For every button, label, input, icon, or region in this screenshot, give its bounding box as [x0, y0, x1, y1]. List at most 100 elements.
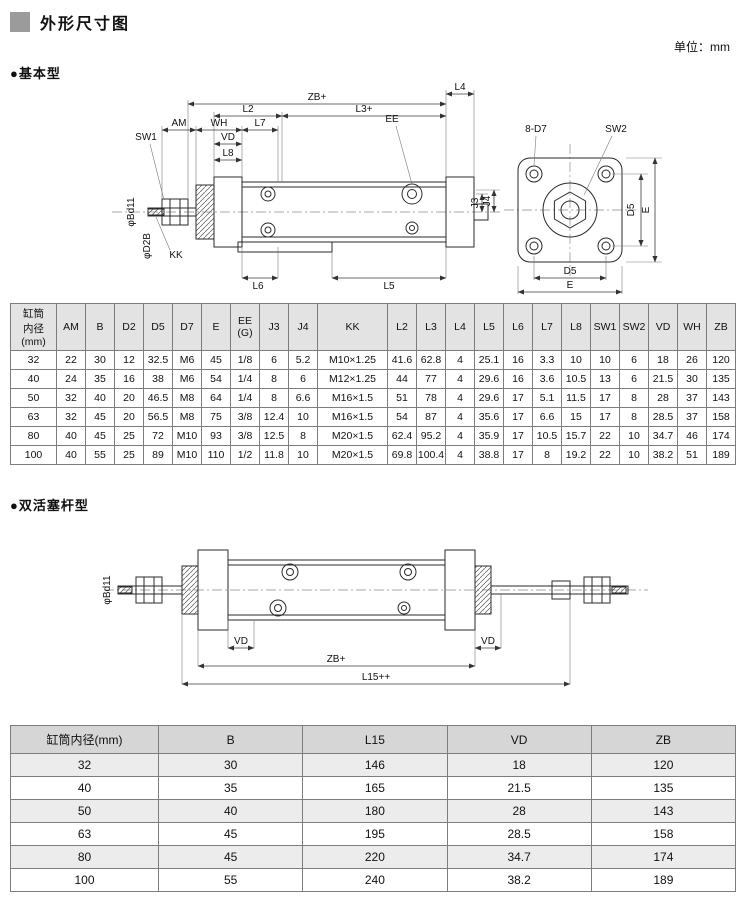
dim-label-sw2: SW2 [605, 124, 627, 135]
table-cell: M16×1.5 [317, 388, 388, 408]
table-cell: 6.6 [288, 388, 318, 408]
table-cell: 28.5 [446, 822, 592, 846]
table-cell: 165 [302, 776, 448, 800]
table-cell: 174 [590, 845, 737, 869]
table-cell: 240 [302, 868, 448, 892]
table-cell: 100.4 [416, 445, 446, 465]
table-cell: 32.5 [143, 350, 173, 370]
table-cell: 189 [590, 868, 737, 892]
table-cell: 158 [706, 407, 736, 427]
table-cell: M6 [172, 369, 202, 389]
table-cell: 4 [445, 426, 475, 446]
table-cell: 95.2 [416, 426, 446, 446]
table-cell: 12.4 [259, 407, 289, 427]
dim-label-sw1: SW1 [135, 132, 157, 143]
basic-type-drawing: L4 ZB+ L2 L3+ AM WH L7 VD L8 SW1 EE KK L… [112, 82, 662, 295]
table-cell: 135 [590, 776, 737, 800]
table-cell: 34.7 [648, 426, 678, 446]
table-cell: M10 [172, 445, 202, 465]
table-cell: 10 [561, 350, 591, 370]
column-header: L5 [474, 303, 504, 351]
table-cell: 10 [590, 350, 620, 370]
table-cell: 21.5 [446, 776, 592, 800]
unit-label: 单位：mm [674, 40, 730, 54]
table-cell: 69.8 [387, 445, 417, 465]
table-cell: M10×1.25 [317, 350, 388, 370]
table-cell: 11.5 [561, 388, 591, 408]
table-cell: 220 [302, 845, 448, 869]
table-cell: 6 [619, 369, 649, 389]
table-cell: 6 [259, 350, 289, 370]
table-cell: 25 [114, 426, 144, 446]
column-header: EE (G) [230, 303, 260, 351]
table-cell: 8 [532, 445, 562, 465]
table-cell: 110 [201, 445, 231, 465]
table-cell: 35.6 [474, 407, 504, 427]
table-cell: 40 [157, 799, 304, 823]
column-header: 缸筒 内径 (mm) [10, 303, 57, 351]
column-header: D5 [143, 303, 173, 351]
table-cell: M8 [172, 388, 202, 408]
table-cell: M8 [172, 407, 202, 427]
table-cell: 3.6 [532, 369, 562, 389]
table-cell: 29.6 [474, 388, 504, 408]
table-cell: 10 [288, 407, 318, 427]
table-cell: 16 [114, 369, 144, 389]
table-cell: 189 [706, 445, 736, 465]
table-cell: 44 [387, 369, 417, 389]
table-cell: 120 [590, 753, 737, 777]
table-cell: 8 [259, 369, 289, 389]
table-cell: 75 [201, 407, 231, 427]
column-header: SW1 [590, 303, 620, 351]
table-cell: 17 [503, 388, 533, 408]
table-cell: 6.6 [532, 407, 562, 427]
table-cell: 40 [56, 445, 86, 465]
dim-label-zb: ZB+ [308, 92, 327, 103]
column-header: D2 [114, 303, 144, 351]
table-cell: 32 [10, 753, 159, 777]
table-cell: 55 [157, 868, 304, 892]
table-cell: 45 [157, 845, 304, 869]
table-cell: 4 [445, 350, 475, 370]
dim-label-d5-vertical: D5 [626, 203, 637, 216]
column-header: L8 [561, 303, 591, 351]
table-cell: M20×1.5 [317, 426, 388, 446]
table-cell: 6 [288, 369, 318, 389]
double-rod-drawing: VD VD ZB+ L15++ φBd11 [102, 549, 648, 687]
dim-label-e-bottom: E [567, 280, 574, 291]
table-cell: 16 [503, 369, 533, 389]
table-cell: 21.5 [648, 369, 678, 389]
dim-label-l3: L3+ [356, 104, 373, 115]
table-cell: 120 [706, 350, 736, 370]
table-cell: 1/4 [230, 388, 260, 408]
table-cell: 72 [143, 426, 173, 446]
table-cell: 54 [387, 407, 417, 427]
column-header: AM [56, 303, 86, 351]
table-cell: 30 [677, 369, 707, 389]
table-cell: 143 [590, 799, 737, 823]
table-cell: 38.2 [648, 445, 678, 465]
table-cell: 38.2 [446, 868, 592, 892]
table-cell: 15 [561, 407, 591, 427]
dim-label-l4: L4 [454, 82, 466, 93]
table-cell: 45 [85, 407, 115, 427]
column-header: L15 [302, 725, 448, 754]
table-cell: 34.7 [446, 845, 592, 869]
table-cell: 22 [590, 445, 620, 465]
dim-label-zb-plus: ZB+ [327, 654, 346, 665]
table-cell: 20 [114, 388, 144, 408]
table-cell: 38.8 [474, 445, 504, 465]
table-cell: 62.4 [387, 426, 417, 446]
column-header: L4 [445, 303, 475, 351]
table-cell: 17 [503, 445, 533, 465]
dim-label-vd: VD [221, 132, 235, 143]
table-cell: 18 [648, 350, 678, 370]
table-cell: 8 [259, 388, 289, 408]
